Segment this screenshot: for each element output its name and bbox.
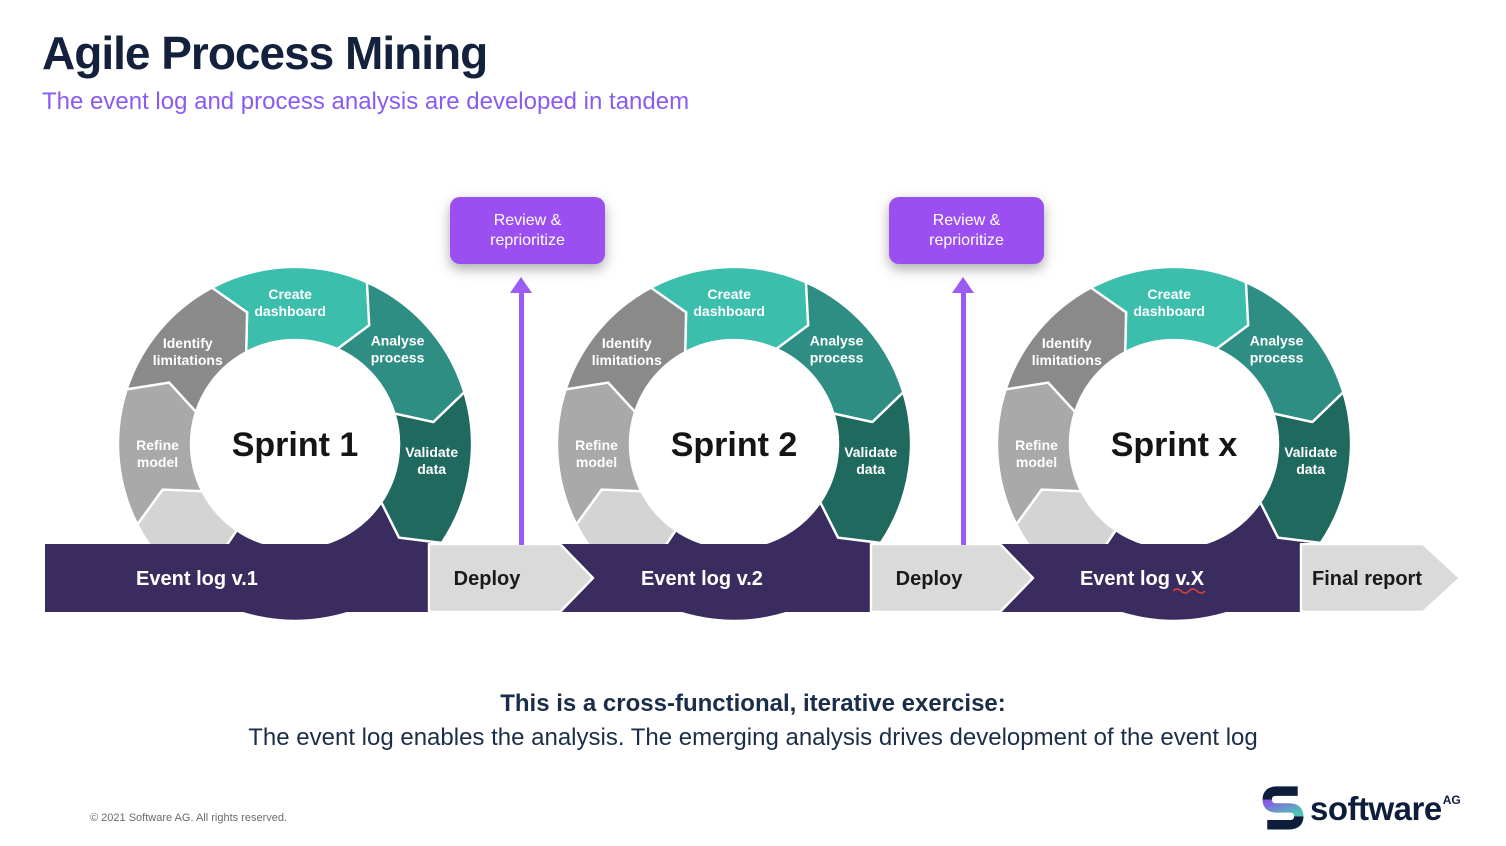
banner-label-deploy-2: Deploy [896,568,964,590]
wheel-center [1069,339,1279,549]
process-banner: Event log v.1 Deploy Event log v.2 Deploy Ev… [45,543,1462,613]
sprint-name: Sprint x [1111,426,1238,464]
wheel-center [190,339,400,549]
page-subtitle: The event log and process analysis are d… [42,88,690,115]
banner-segment-final-report [1299,543,1462,613]
wheel-center [629,339,839,549]
sprint-name: Sprint 1 [232,426,359,464]
arrow-head-icon [510,277,532,293]
sprint-name: Sprint 2 [671,426,798,464]
header: Agile Process Mining The event log and p… [42,26,689,116]
summary-text: The event log enables the analysis. The … [248,724,1258,751]
feedback-arrow-2 [952,277,974,545]
arrow-line [518,293,524,545]
summary-heading: This is a cross-functional, iterative ex… [500,690,1006,717]
feedback-arrow-1 [510,277,532,545]
review-box-2: Review &reprioritize [889,197,1044,264]
banner-segment-deploy-1 [427,543,595,613]
banner-segment-event-log-v1 [45,544,443,612]
banner-segment-event-log-vx [1000,544,1307,612]
banner-label-event-log-v1: Event log v.1 [136,568,258,590]
arrow-head-icon [952,277,974,293]
banner-label-final-report: Final report [1312,568,1422,590]
page-title: Agile Process Mining [42,27,488,79]
review-box-label: Review &reprioritize [490,211,565,249]
banner-segment-deploy-2 [869,543,1035,613]
logo-ag-suffix: AG [1442,793,1461,807]
spellcheck-squiggle [1172,588,1206,594]
logo-wordmark: software [1310,790,1442,827]
banner-label-deploy-1: Deploy [454,568,522,590]
copyright-text: © 2021 Software AG. All rights reserved. [90,812,288,824]
banner-label-event-log-vx: Event log v.X [1080,568,1205,590]
banner-segment-event-log-v2 [560,544,879,612]
software-ag-logo-icon [1262,786,1304,830]
review-box-1: Review &reprioritize [450,197,605,264]
summary-block: This is a cross-functional, iterative ex… [0,690,1506,752]
arrow-line [960,293,966,545]
banner-label-event-log-v2: Event log v.2 [641,568,763,590]
review-box-label: Review &reprioritize [929,211,1004,249]
